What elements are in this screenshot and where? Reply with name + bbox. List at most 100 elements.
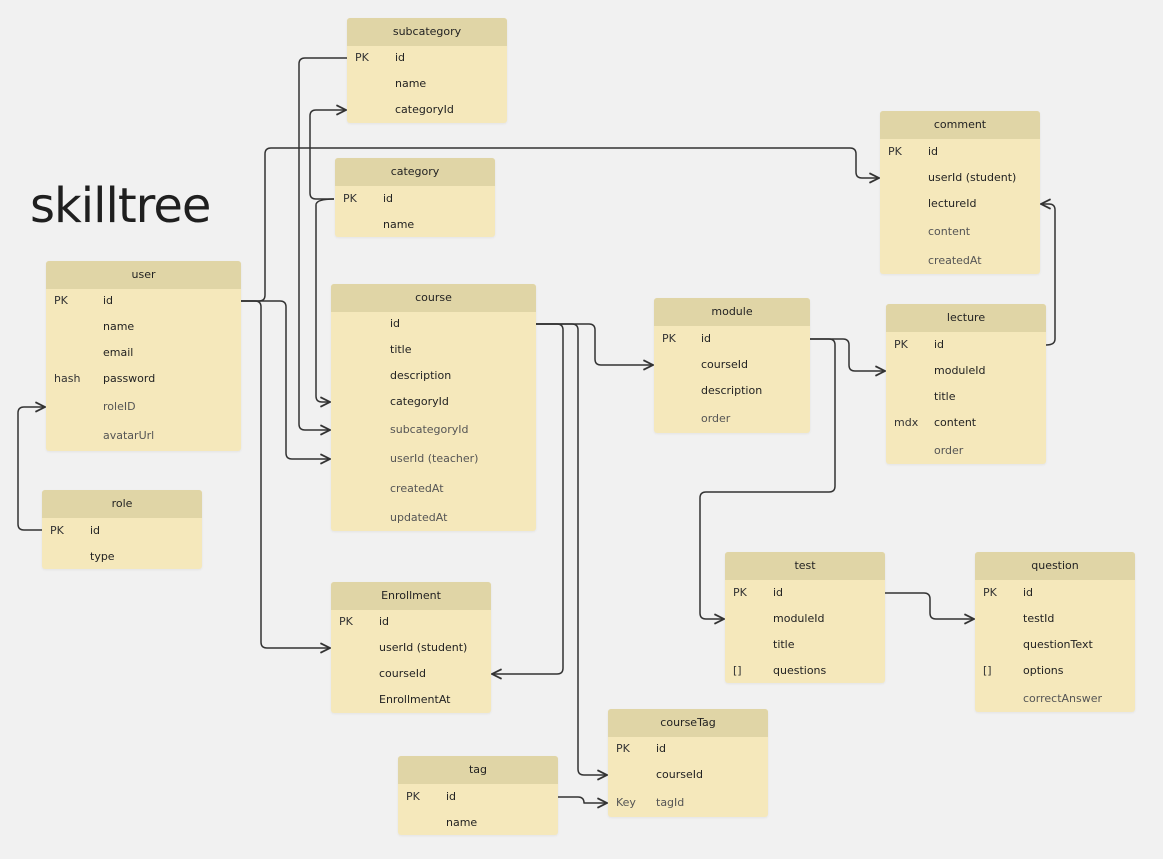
field-name: avatarUrl [103, 429, 155, 442]
field-key: PK [54, 294, 68, 307]
field-name: createdAt [390, 482, 444, 495]
entity-header: user [46, 261, 241, 289]
field-name: description [390, 369, 452, 382]
link-user-course [241, 300, 330, 459]
link-lecture-comment [1041, 204, 1056, 346]
entity-lecture[interactable]: lecture PK id moduleId title mdx content o… [886, 304, 1046, 464]
entity-enrollment[interactable]: Enrollment PK id userId (student) courseI… [331, 582, 491, 713]
field-name: id [379, 615, 390, 628]
field-name: id [90, 524, 101, 537]
diagram-title: skilltree [30, 178, 211, 234]
link-user-comment [241, 147, 879, 302]
field-name: userId (teacher) [390, 452, 479, 465]
field-key: PK [343, 192, 357, 205]
field-name: courseId [701, 358, 748, 371]
field-name: description [701, 384, 763, 397]
link-tag-coursetag [558, 796, 607, 803]
field-name: updatedAt [390, 511, 448, 524]
field-name: courseId [656, 768, 703, 781]
field-name: createdAt [928, 254, 982, 267]
link-module-test [699, 338, 836, 619]
field-name: moduleId [934, 364, 986, 377]
field-key: [] [983, 664, 992, 677]
entity-header: course [331, 284, 536, 312]
field-name: subcategoryId [390, 423, 469, 436]
field-name: courseId [379, 667, 426, 680]
entity-user[interactable]: user PK id name email hash password roleID… [46, 261, 241, 451]
field-name: name [383, 218, 415, 231]
field-name: name [446, 816, 478, 829]
entity-tag[interactable]: tag PK id name [398, 756, 558, 835]
field-name: categoryId [390, 395, 449, 408]
field-name: title [390, 343, 412, 356]
entity-test[interactable]: test PK id moduleId title [] questions [725, 552, 885, 683]
link-course-coursetag [536, 323, 607, 775]
field-name: email [103, 346, 134, 359]
field-name: password [103, 372, 156, 385]
link-test-question [885, 592, 974, 619]
entity-course[interactable]: course id title description categoryId s… [331, 284, 536, 531]
field-key: PK [888, 145, 902, 158]
field-name: id [383, 192, 394, 205]
field-name: questions [773, 664, 827, 677]
field-name: name [395, 77, 427, 90]
field-key: PK [355, 51, 369, 64]
field-name: title [934, 390, 956, 403]
entity-header: Enrollment [331, 582, 491, 610]
field-key: PK [983, 586, 997, 599]
entity-header: comment [880, 111, 1040, 139]
field-key: PK [406, 790, 420, 803]
field-name: name [103, 320, 135, 333]
field-key: Key [616, 796, 636, 809]
field-name: options [1023, 664, 1064, 677]
field-key: mdx [894, 416, 919, 429]
field-name: id [390, 317, 401, 330]
field-key: PK [733, 586, 747, 599]
field-name: id [395, 51, 406, 64]
field-key: PK [894, 338, 908, 351]
field-key: PK [616, 742, 630, 755]
field-name: id [773, 586, 784, 599]
field-name: id [701, 332, 712, 345]
entity-header: courseTag [608, 709, 768, 737]
field-name: categoryId [395, 103, 454, 116]
field-name: moduleId [773, 612, 825, 625]
field-name: id [103, 294, 114, 307]
entity-header: test [725, 552, 885, 580]
field-name: testId [1023, 612, 1055, 625]
field-name: roleID [103, 400, 136, 413]
field-name: id [934, 338, 945, 351]
field-name: type [90, 550, 115, 563]
field-name: order [934, 444, 964, 457]
field-name: lectureId [928, 197, 977, 210]
field-key: PK [50, 524, 64, 537]
field-name: tagId [656, 796, 685, 809]
entity-header: question [975, 552, 1135, 580]
entity-header: tag [398, 756, 558, 784]
entity-category[interactable]: category PK id name [335, 158, 495, 237]
field-name: EnrollmentAt [379, 693, 451, 706]
field-name: id [928, 145, 939, 158]
field-name: userId (student) [379, 641, 468, 654]
entity-header: category [335, 158, 495, 186]
entity-header: module [654, 298, 810, 326]
field-name: id [446, 790, 457, 803]
field-key: PK [339, 615, 353, 628]
field-key: [] [733, 664, 742, 677]
field-name: order [701, 412, 731, 425]
field-name: correctAnswer [1023, 692, 1103, 705]
link-course-module [536, 323, 653, 365]
link-category-subcategory [309, 110, 346, 200]
entity-header: lecture [886, 304, 1046, 332]
field-name: content [934, 416, 977, 429]
field-name: title [773, 638, 795, 651]
link-subcategory-course [298, 57, 347, 430]
field-key: hash [54, 372, 81, 385]
